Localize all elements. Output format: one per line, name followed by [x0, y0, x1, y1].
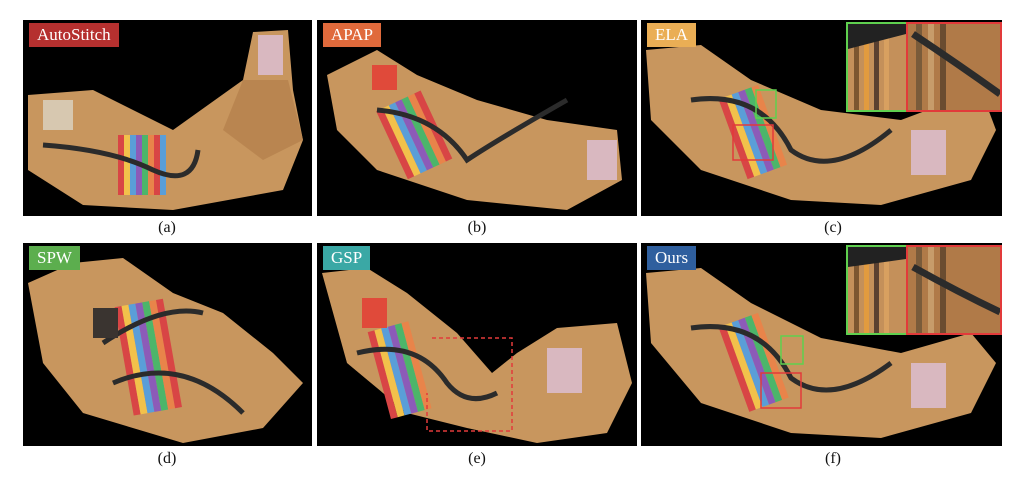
zoom-inset-red: [906, 22, 1002, 112]
panel-gsp: GSP: [317, 243, 637, 446]
method-label: AutoStitch: [29, 23, 119, 47]
panel-spw: SPW: [23, 243, 312, 446]
caption-c: (c): [824, 219, 842, 236]
caption-d: (d): [157, 450, 177, 467]
zoom-inset-green: [846, 245, 908, 335]
zoom-inset-green: [846, 22, 908, 112]
stitched-image: [322, 268, 632, 443]
method-label: GSP: [323, 246, 371, 270]
zoom-inset-red: [906, 245, 1002, 335]
panel-ours: Ours: [641, 243, 1002, 446]
stitched-image: [327, 50, 622, 210]
method-label: Ours: [647, 246, 697, 270]
caption-b: (b): [467, 219, 487, 236]
method-label: ELA: [647, 23, 697, 47]
panel-ela: ELA: [641, 20, 1002, 216]
stitched-image: [28, 258, 303, 443]
method-label: SPW: [29, 246, 80, 270]
caption-e: (e): [468, 450, 486, 467]
caption-a: (a): [158, 219, 176, 236]
stitched-image: [646, 268, 996, 438]
stitched-image: [646, 45, 996, 205]
panel-apap: APAP: [317, 20, 637, 216]
method-label: APAP: [323, 23, 381, 47]
panel-autostitch: AutoStitch: [23, 20, 312, 216]
caption-f: (f): [825, 450, 841, 467]
stitched-image: [28, 30, 303, 210]
